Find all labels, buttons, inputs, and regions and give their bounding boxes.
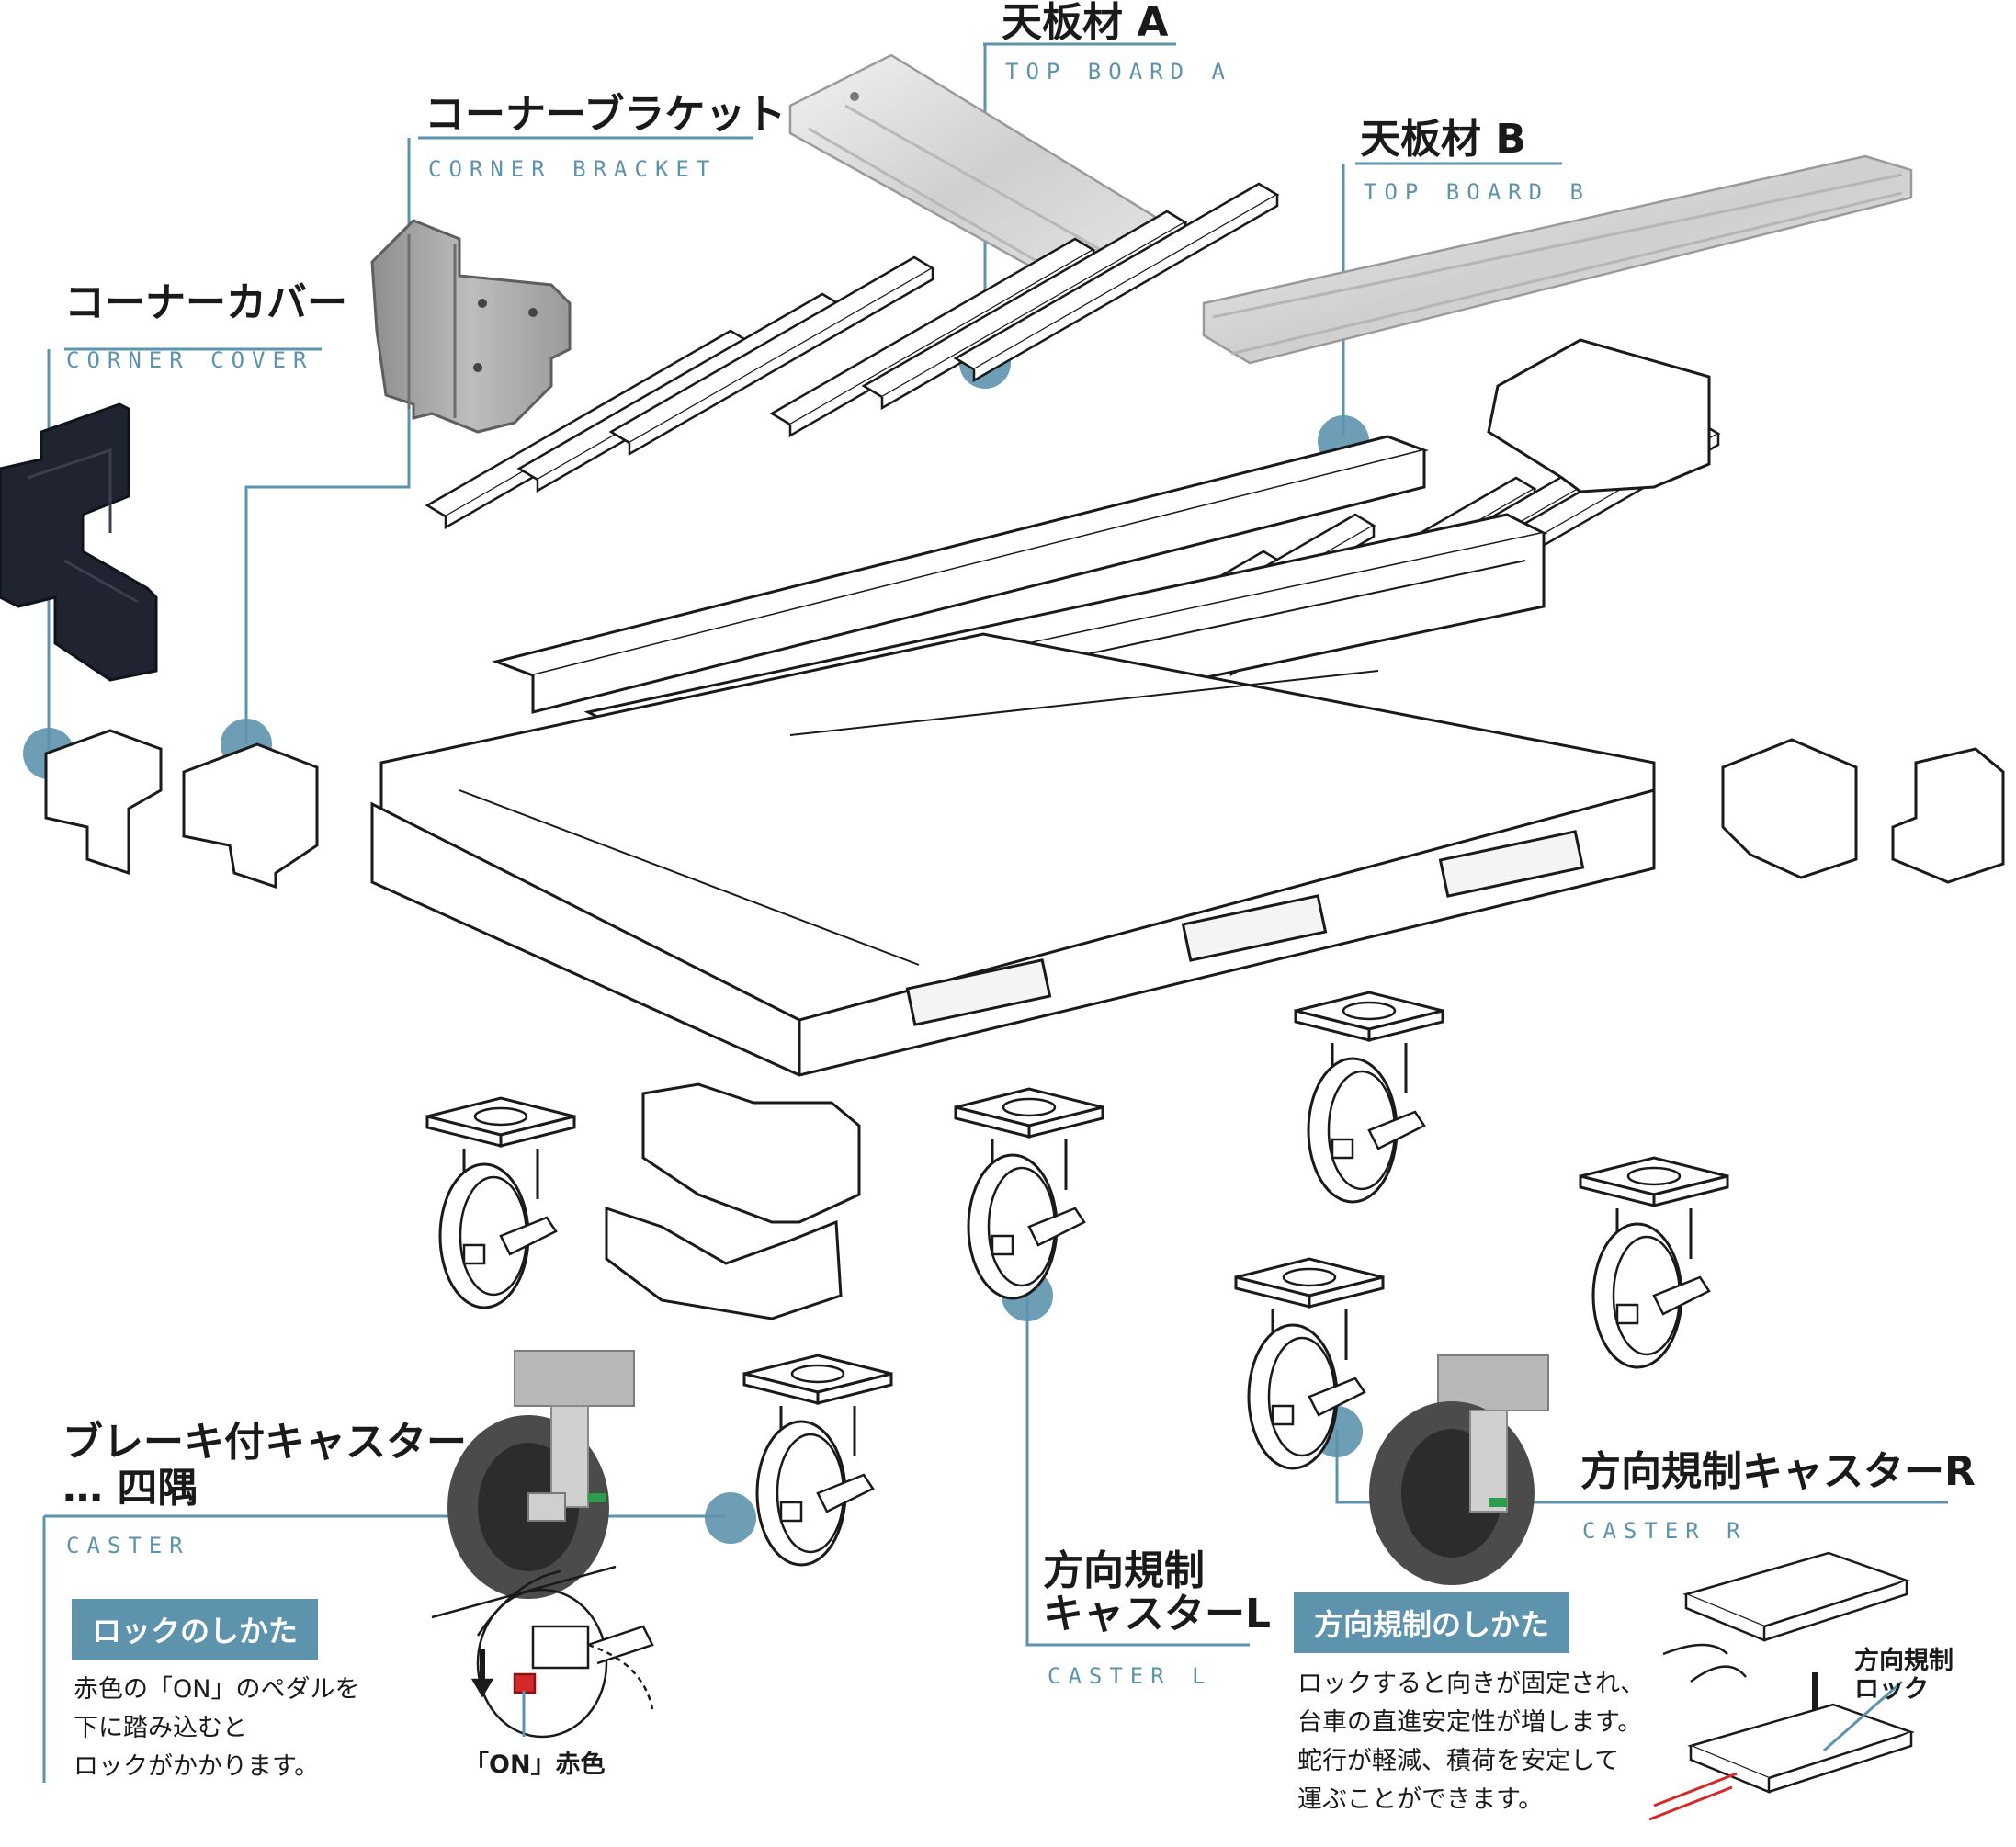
pedal-label: 「ON」赤色 xyxy=(464,1751,606,1779)
direction-caster-photo xyxy=(1369,1354,1549,1585)
corner-bracket-title: コーナーブラケット xyxy=(425,91,787,138)
corner-bracket-part xyxy=(370,219,572,434)
top-board-a-subtitle: TOP BOARD A xyxy=(1005,59,1232,85)
top-board-a-title: 天板材 A xyxy=(1002,0,1169,46)
lock-howto-text: 赤色の「ON」のペダルを 下に踏み込むと ロックがかかります。 xyxy=(74,1675,360,1781)
caster-title-line2: … 四隅 xyxy=(62,1465,198,1512)
corner-bracket-subtitle: CORNER BRACKET xyxy=(428,156,718,182)
caster-l-title-line1: 方向規制 xyxy=(1043,1547,1205,1594)
direction-lock-diagram xyxy=(1648,1551,1915,1821)
corner-cover-subtitle: CORNER COVER xyxy=(66,347,314,373)
top-board-b-title: 天板材 B xyxy=(1360,116,1526,163)
caster-l-subtitle: CASTER L xyxy=(1048,1663,1213,1689)
caster-l-title-line2: キャスターL xyxy=(1043,1591,1272,1637)
corner-cover-part xyxy=(0,402,158,682)
caster-title-line1: ブレーキ付キャスター xyxy=(62,1419,467,1466)
corner-cover-title: コーナーカバー xyxy=(64,279,347,326)
top-board-b-subtitle: TOP BOARD B xyxy=(1364,179,1591,205)
top-board-b-part xyxy=(1202,154,1913,365)
caster-r-subtitle: CASTER R xyxy=(1582,1518,1748,1544)
direction-howto-text: ロックすると向きが固定され、 台車の直進安定性が増します。 蛇行が軽減、積荷を安… xyxy=(1297,1670,1646,1814)
brake-detail xyxy=(431,1565,654,1739)
main-frame xyxy=(370,632,1656,1077)
brake-caster-photo xyxy=(447,1350,635,1599)
caster-r-title: 方向規制キャスターR xyxy=(1580,1448,1976,1495)
corner-bracket-drawings xyxy=(44,338,2005,1320)
caster-subtitle: CASTER xyxy=(66,1533,190,1558)
direction-lock-label: 方向規制 ロック xyxy=(1854,1647,1954,1705)
direction-howto-badge: 方向規制のしかた xyxy=(1294,1592,1570,1653)
lock-howto-badge: ロックのしかた xyxy=(72,1599,319,1660)
